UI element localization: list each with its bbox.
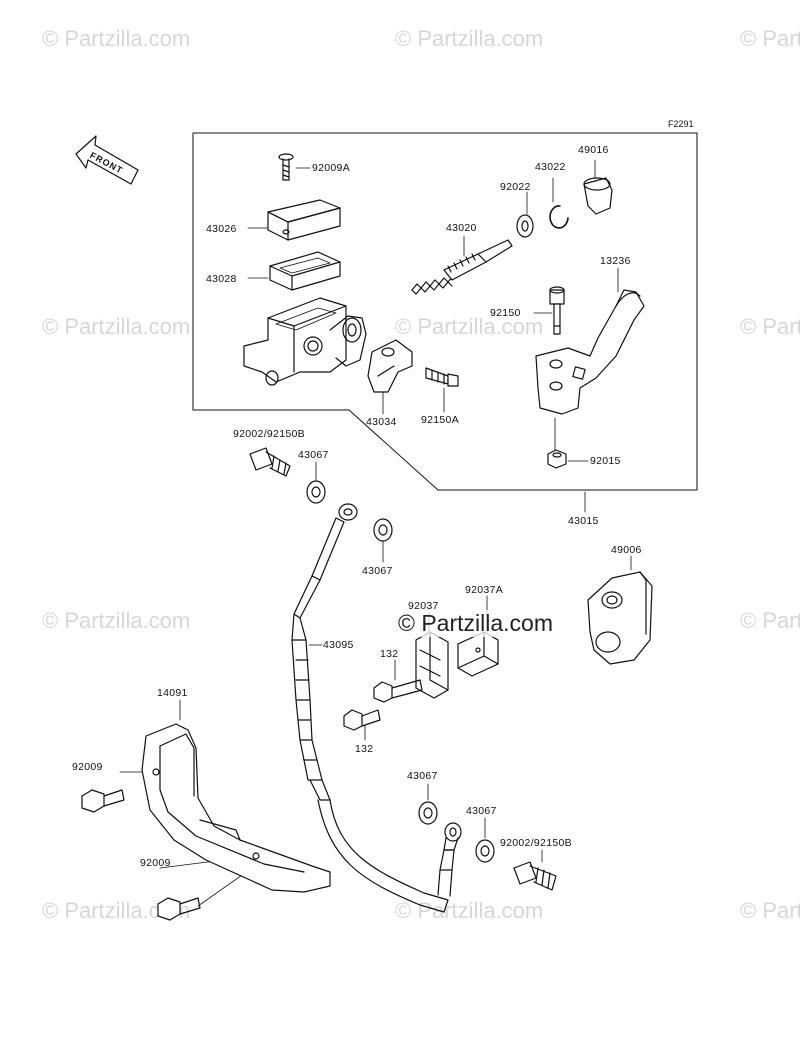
clamp-92037 — [415, 631, 449, 699]
part-label[interactable]: 43067 — [362, 565, 393, 577]
lever-13236 — [535, 289, 645, 415]
reservoir-cap-43026 — [267, 199, 341, 241]
washer-43067 — [373, 518, 393, 542]
watermark: © Partzilla.com — [42, 26, 191, 51]
part-label[interactable]: 132 — [355, 743, 374, 755]
watermark: © Partzilla.com — [42, 608, 191, 633]
clamp-43034 — [367, 339, 413, 393]
watermark: © Partzilla.com — [42, 314, 191, 339]
part-label[interactable]: 43067 — [298, 449, 329, 461]
spring — [411, 275, 454, 295]
part-label[interactable]: 43095 — [323, 639, 354, 651]
watermark: © Partzilla.com — [740, 314, 800, 339]
part-label[interactable]: 92009 — [72, 761, 103, 773]
part-label[interactable]: 92002/92150B — [233, 428, 305, 440]
part-label[interactable]: 92015 — [590, 455, 621, 467]
screw-92009a — [278, 153, 294, 181]
part-label[interactable]: 92002/92150B — [500, 837, 572, 849]
watermark: © Partzilla.com — [395, 26, 544, 51]
part-label[interactable]: 43028 — [206, 273, 237, 285]
part-label[interactable]: 43034 — [366, 416, 397, 428]
part-label[interactable]: 92037 — [408, 600, 439, 612]
part-label[interactable]: 14091 — [157, 687, 188, 699]
banjo-bolt-upper — [249, 447, 291, 477]
washer-43067 — [418, 801, 438, 825]
bolt-92009 — [157, 897, 201, 921]
brake-hose-43095 — [291, 503, 462, 913]
part-label[interactable]: 92009 — [140, 857, 171, 869]
bolt-132 — [343, 709, 381, 731]
part-label[interactable]: 92037A — [465, 584, 504, 596]
washer-43067 — [475, 839, 495, 863]
part-label[interactable]: 43020 — [446, 222, 477, 234]
front-arrow-icon — [75, 135, 139, 185]
holder-49006 — [587, 571, 653, 665]
part-label[interactable]: 132 — [380, 648, 399, 660]
part-label[interactable]: 92150A — [421, 414, 460, 426]
assembly-boundary — [192, 132, 698, 491]
watermark: © Partzilla.com — [395, 898, 544, 923]
part-label[interactable]: 49016 — [578, 144, 609, 156]
boot-49016 — [583, 177, 613, 215]
bolt-92009 — [81, 789, 125, 813]
pivot-bolt-92150 — [549, 286, 565, 335]
part-label[interactable]: 43067 — [407, 770, 438, 782]
part-label[interactable]: 92150 — [490, 307, 521, 319]
watermark: © Partzilla.com — [740, 898, 800, 923]
part-label[interactable]: 43067 — [466, 805, 497, 817]
master-cylinder-body — [243, 297, 367, 386]
part-label[interactable]: 49006 — [611, 544, 642, 556]
part-label[interactable]: 92009A — [312, 162, 351, 174]
watermark: © Partzilla.com — [395, 314, 544, 339]
part-label[interactable]: 13236 — [600, 255, 631, 267]
watermark: © Partzilla.com — [740, 26, 800, 51]
part-label[interactable]: 92022 — [500, 181, 531, 193]
diaphragm-43028 — [269, 251, 341, 291]
washer-92022 — [516, 214, 534, 238]
clamp-92037a — [457, 631, 499, 677]
part-label[interactable]: 43022 — [535, 161, 566, 173]
bolt-92150a — [425, 367, 459, 387]
part-label[interactable]: 43026 — [206, 223, 237, 235]
circlip-43022 — [549, 205, 569, 229]
guard-14091 — [141, 723, 331, 893]
washer-43067 — [306, 480, 326, 504]
banjo-bolt-lower — [513, 861, 557, 891]
watermark: © Partzilla.com — [740, 608, 800, 633]
bolt-132 — [373, 679, 423, 703]
watermark-center: © Partzilla.com — [398, 610, 553, 637]
piston-43020 — [443, 239, 513, 281]
part-label[interactable]: 43015 — [568, 515, 599, 527]
nut-92015 — [547, 449, 567, 469]
figure-reference: F2291 — [668, 119, 694, 129]
